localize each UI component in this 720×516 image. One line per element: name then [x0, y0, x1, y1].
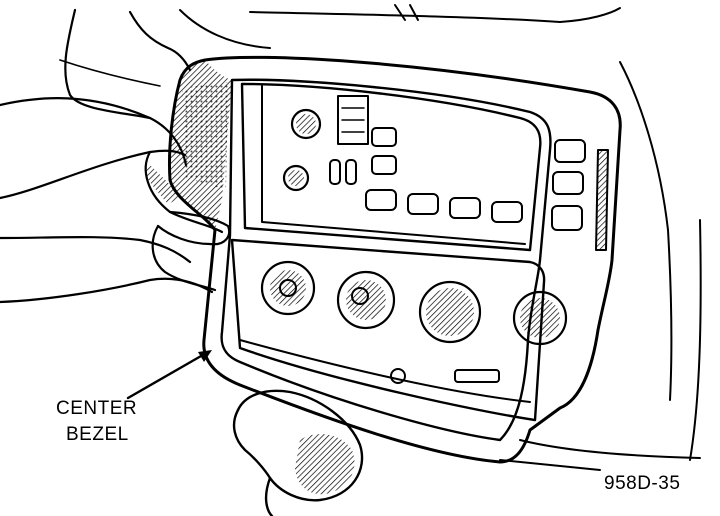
heater-control-opening — [230, 238, 568, 422]
callout-leader-lines — [126, 350, 601, 471]
gear-shift-knob — [232, 389, 364, 516]
right-switch-bank — [551, 139, 609, 251]
callout-label-bezel: BEZEL — [66, 424, 129, 445]
radio-opening — [240, 82, 542, 252]
center-bezel-frame — [167, 55, 622, 464]
callout-label-center: CENTER — [56, 398, 138, 419]
figure-number: 958D-35 — [604, 473, 681, 494]
dashboard-outline — [179, 4, 702, 461]
